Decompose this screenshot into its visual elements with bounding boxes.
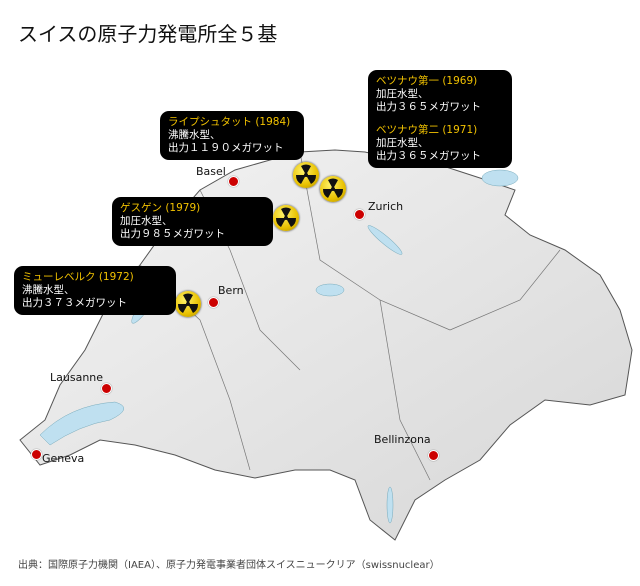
bern-marker	[208, 297, 219, 308]
plant-name: ライプシュタット (1984)	[168, 116, 291, 128]
callout-leibstadt: ライプシュタット (1984) 沸騰水型、 出力１１９０メガワット	[160, 111, 304, 160]
bellinzona-marker	[428, 450, 439, 461]
source-note: 出典：国際原子力機関（IAEA）、原子力発電事業者団体スイスニュークリア（swi…	[18, 560, 440, 571]
plant-output: 出力１１９０メガワット	[168, 142, 284, 154]
plant-type: 加圧水型、	[120, 215, 173, 227]
plant-output: 出力３６５メガワット	[376, 101, 481, 113]
plant-type: 沸騰水型、	[168, 129, 221, 141]
plant-output: 出力９８５メガワット	[120, 228, 225, 240]
city-label-bern: Bern	[218, 284, 244, 297]
city-label-basel: Basel	[196, 165, 226, 178]
radiation-icon-goesgen	[273, 205, 299, 231]
city-label-geneva: Geneva	[42, 452, 85, 465]
callout-goesgen: ゲスゲン (1979) 加圧水型、 出力９８５メガワット	[112, 197, 273, 246]
city-label-bellinzona: Bellinzona	[374, 433, 431, 446]
lausanne-marker	[101, 383, 112, 394]
radiation-icon-muehleberg	[175, 291, 201, 317]
radiation-icon-beznau	[320, 176, 346, 202]
plant-output: 出力３６５メガワット	[376, 150, 481, 162]
geneva-marker	[31, 449, 42, 460]
basel-marker	[228, 176, 239, 187]
radiation-icon-leibstadt	[293, 162, 319, 188]
plant-type: 加圧水型、	[376, 88, 429, 100]
plant-name: ゲスゲン (1979)	[120, 202, 201, 214]
city-label-zurich: Zurich	[368, 200, 404, 213]
plant-name: ミューレベルク (1972)	[22, 271, 134, 283]
plant-type: 沸騰水型、	[22, 284, 75, 296]
callout-muehleberg: ミューレベルク (1972) 沸騰水型、 出力３７３メガワット	[14, 266, 176, 315]
plant-output: 出力３７３メガワット	[22, 297, 127, 309]
zurich-marker	[354, 209, 365, 220]
callout-beznau: ベツナウ第一 (1969) 加圧水型、 出力３６５メガワット ベツナウ第二 (1…	[368, 70, 512, 168]
plant-name: ベツナウ第一 (1969)	[376, 75, 478, 87]
city-label-lausanne: Lausanne	[50, 371, 104, 384]
plant-type: 加圧水型、	[376, 137, 429, 149]
page-title: スイスの原子力発電所全５基	[18, 22, 278, 46]
plant-name: ベツナウ第二 (1971)	[376, 124, 478, 136]
